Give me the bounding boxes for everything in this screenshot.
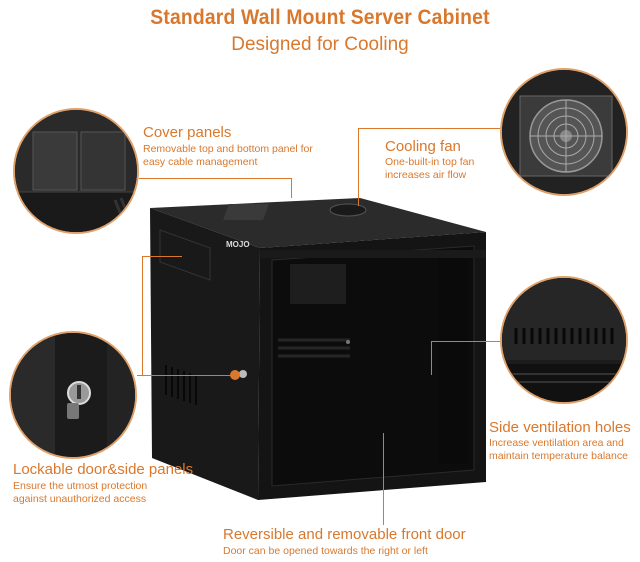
cooling-fan-description: One-built-in top fan increases air flow [385, 156, 500, 182]
cover-panels-desc-line-2: easy cable management [143, 156, 258, 168]
cover-panels-detail-image [13, 108, 139, 234]
lockable-desc-line-1: Ensure the utmost protection [13, 480, 148, 492]
cooling-fan-desc-line-2: increases air flow [385, 169, 467, 181]
front-door-leader-line [383, 433, 384, 525]
cooling-fan-leader-line [358, 128, 500, 129]
cover-panels-description: Removable top and bottom panel for easy … [143, 143, 333, 169]
page-title: Standard Wall Mount Server Cabinet [150, 6, 490, 29]
server-cabinet-image: MOJO [130, 190, 500, 510]
lockable-leader-line [137, 375, 235, 376]
cover-panels-leader-line-vertical [291, 178, 292, 198]
side-panel-leader-line [142, 256, 182, 257]
cooling-fan-desc-line-1: One-built-in top fan [385, 156, 475, 168]
side-vents-description: Increase ventilation area and maintain t… [489, 437, 639, 463]
lockable-desc-line-2: against unauthorized access [13, 493, 147, 505]
front-door-description: Door can be opened towards the right or … [223, 545, 428, 557]
cover-panels-label: Cover panels [143, 124, 232, 141]
lockable-leader-dot [230, 370, 240, 380]
side-vents-desc-line-2: maintain temperature balance [489, 450, 628, 462]
cooling-fan-detail-image [500, 68, 628, 196]
side-vents-label: Side ventilation holes [489, 419, 631, 436]
cover-panels-leader-line [139, 178, 291, 179]
front-door-label: Reversible and removable front door [223, 526, 466, 543]
side-ventilation-detail-image [500, 276, 628, 404]
brand-logo: MOJO [226, 240, 250, 249]
lockable-description: Ensure the utmost protection against una… [13, 480, 203, 506]
page-subtitle: Designed for Cooling [231, 34, 409, 55]
side-panel-leader-line-vertical [142, 256, 143, 376]
cooling-fan-label: Cooling fan [385, 138, 461, 155]
side-vents-leader-line-vertical [431, 341, 432, 375]
cover-panels-desc-line-1: Removable top and bottom panel for [143, 143, 313, 155]
lock-detail-image [9, 331, 137, 459]
side-vents-desc-line-1: Increase ventilation area and [489, 437, 624, 449]
side-vents-leader-line [431, 341, 500, 342]
cooling-fan-leader-line-vertical [358, 128, 359, 206]
lockable-label: Lockable door&side panels [13, 461, 194, 478]
